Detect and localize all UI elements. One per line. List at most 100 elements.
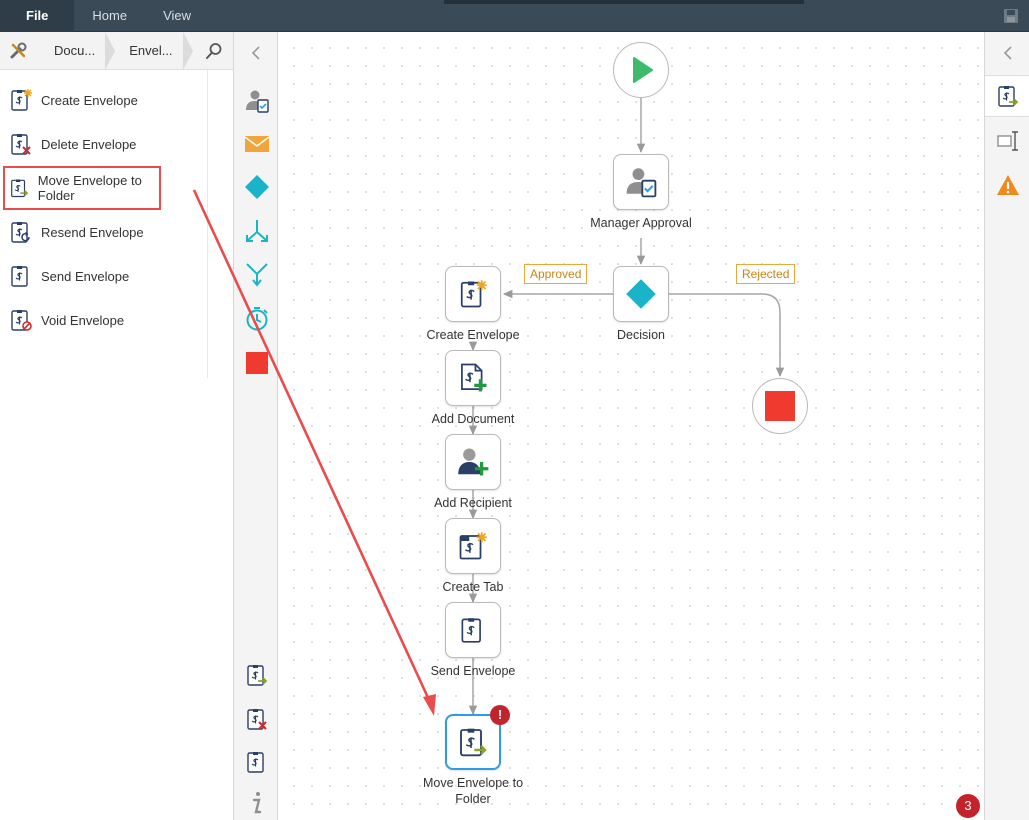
- tool-decision[interactable]: [244, 174, 270, 200]
- tab-view[interactable]: View: [163, 8, 192, 23]
- send-envelope-node[interactable]: [445, 602, 501, 658]
- properties-panel: [984, 32, 1029, 820]
- send-envelope-icon: [11, 266, 28, 287]
- delete-envelope-icon: [247, 709, 267, 730]
- menu-tabs: File Home View: [0, 0, 209, 32]
- create-envelope-icon: [11, 89, 32, 111]
- create-envelope-icon: [460, 280, 487, 308]
- breadcrumb: Docu... Envel...: [0, 31, 233, 70]
- variables-tab[interactable]: [985, 120, 1029, 162]
- create-envelope-node[interactable]: [445, 266, 501, 322]
- tool-move-envelope[interactable]: [244, 662, 270, 688]
- create-tab-node[interactable]: [445, 518, 501, 574]
- chevron-left-icon: [251, 46, 260, 60]
- create-tab-icon: [459, 532, 487, 560]
- tool-merge[interactable]: [244, 262, 270, 288]
- user-task-icon: [626, 168, 657, 198]
- menu-bar: File Home View: [0, 0, 1029, 32]
- add-recipient-icon: [458, 448, 489, 476]
- decision-node[interactable]: [613, 266, 669, 322]
- workflow-canvas[interactable]: Manager Approval Decision Approved Rejec…: [278, 32, 984, 820]
- email-icon: [244, 136, 270, 152]
- tool-info[interactable]: [244, 790, 270, 816]
- tab-file[interactable]: File: [0, 0, 75, 32]
- node-label: Create Tab: [442, 580, 504, 594]
- action-void-envelope[interactable]: Void Envelope: [0, 298, 207, 342]
- action-list: Create Envelope Delete Envelope Move Env…: [0, 70, 208, 378]
- send-envelope-icon: [247, 752, 264, 773]
- shape-toolbox: [234, 32, 278, 820]
- collapse-right-panel-button[interactable]: [985, 32, 1029, 74]
- tools-icon[interactable]: [0, 32, 38, 70]
- rejected-branch-label[interactable]: Rejected: [736, 264, 796, 284]
- node-label-line: Folder: [455, 792, 491, 806]
- tab-home[interactable]: Home: [92, 8, 128, 23]
- split-icon: [246, 220, 268, 242]
- node-label: Decision: [617, 328, 665, 342]
- save-icon[interactable]: [1003, 8, 1019, 24]
- move-envelope-icon: [460, 728, 487, 757]
- workflow-connectors: [468, 98, 785, 716]
- action-create-envelope[interactable]: Create Envelope: [0, 78, 207, 122]
- add-document-node[interactable]: [445, 350, 501, 406]
- merge-icon: [246, 263, 268, 287]
- breadcrumb-item-envelopes[interactable]: Envel...: [113, 31, 193, 70]
- move-envelope-icon: [997, 86, 1018, 107]
- action-label: Resend Envelope: [41, 224, 144, 240]
- error-badge[interactable]: !: [490, 705, 510, 725]
- node-label: Move Envelope to Folder: [403, 775, 543, 807]
- tool-end[interactable]: [244, 350, 270, 376]
- search-icon[interactable]: [205, 42, 223, 60]
- node-label-line: Move Envelope to: [422, 776, 524, 790]
- node-label: Add Document: [431, 412, 515, 426]
- chevron-left-icon: [1003, 46, 1012, 60]
- end-node[interactable]: [752, 378, 808, 434]
- move-envelope-icon: [247, 665, 268, 686]
- approved-branch-label[interactable]: Approved: [524, 264, 588, 284]
- manager-approval-node[interactable]: [613, 154, 669, 210]
- action-label: Move Envelope to Folder: [37, 173, 142, 203]
- delete-envelope-icon: [11, 134, 31, 155]
- node-label: Create Envelope: [426, 328, 520, 342]
- resend-envelope-icon: [11, 222, 30, 243]
- send-envelope-icon: [461, 618, 481, 643]
- node-label: Add Recipient: [434, 496, 512, 510]
- action-delete-envelope[interactable]: Delete Envelope: [0, 122, 207, 166]
- decision-icon: [245, 175, 269, 199]
- warning-icon: [996, 175, 1019, 195]
- collapse-left-panel-button[interactable]: [234, 32, 278, 74]
- action-move-envelope-to-folder[interactable]: Move Envelope to Folder: [3, 166, 161, 210]
- tool-send-envelope[interactable]: [244, 749, 270, 775]
- decision-icon: [626, 279, 656, 309]
- action-label: Void Envelope: [41, 312, 125, 328]
- move-envelope-icon: [11, 179, 29, 198]
- error-count-badge[interactable]: 3: [956, 794, 980, 818]
- play-icon: [633, 57, 653, 83]
- action-label: Create Envelope: [41, 92, 138, 108]
- add-recipient-node[interactable]: [445, 434, 501, 490]
- move-envelope-to-folder-node[interactable]: [445, 714, 501, 770]
- tool-delete-envelope[interactable]: [244, 706, 270, 732]
- stop-icon: [246, 352, 268, 374]
- text-field-icon: [996, 131, 1018, 151]
- tool-split[interactable]: [244, 218, 270, 244]
- tool-timer[interactable]: [244, 306, 270, 332]
- start-node[interactable]: [613, 42, 669, 98]
- tool-user-task[interactable]: [244, 88, 270, 114]
- action-label: Delete Envelope: [41, 136, 137, 152]
- action-send-envelope[interactable]: Send Envelope: [0, 254, 207, 298]
- add-document-icon: [461, 363, 487, 392]
- node-label: Send Envelope: [430, 664, 516, 678]
- issues-tab[interactable]: [985, 164, 1029, 206]
- node-label: Manager Approval: [590, 216, 692, 230]
- breadcrumb-item-documents[interactable]: Docu...: [38, 31, 116, 70]
- user-task-icon: [246, 90, 269, 113]
- stop-icon: [765, 391, 795, 421]
- action-resend-envelope[interactable]: Resend Envelope: [0, 210, 207, 254]
- toolbox-panel: Docu... Envel... Create Envelope Delet: [0, 31, 234, 820]
- menu-bar-divider: [444, 0, 804, 4]
- tool-email[interactable]: [244, 131, 270, 157]
- timer-icon: [246, 307, 268, 331]
- info-icon: [252, 792, 262, 814]
- properties-tab[interactable]: [985, 75, 1029, 117]
